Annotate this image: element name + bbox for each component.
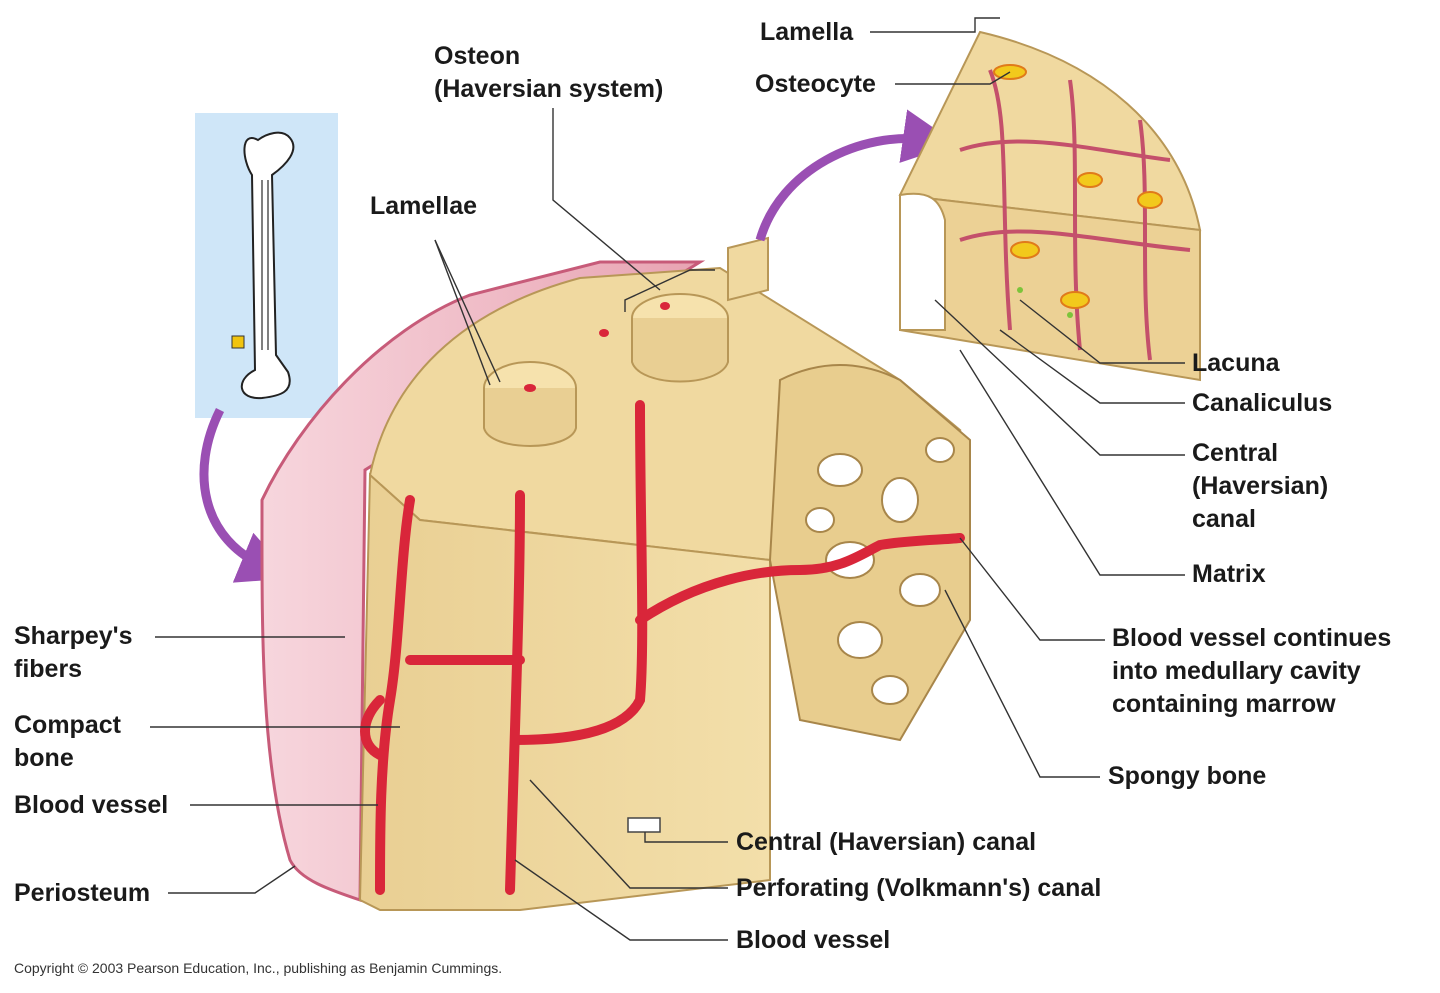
label-sharpeys-fibers: Sharpey's fibers bbox=[14, 622, 133, 683]
label-lamellae: Lamellae bbox=[370, 192, 478, 220]
label-osteocyte: Osteocyte bbox=[755, 70, 876, 98]
label-lamella: Lamella bbox=[760, 18, 854, 46]
osteon-cylinders bbox=[483, 236, 769, 447]
leader-lines bbox=[150, 17, 1185, 941]
label-blood-vessel-continues: Blood vessel continues into medullary ca… bbox=[1112, 624, 1392, 718]
inset-to-block-arrow bbox=[199, 407, 293, 583]
long-bone-inset bbox=[195, 113, 338, 418]
wedge-to-magnified-arrow bbox=[755, 109, 957, 242]
label-spongy-bone: Spongy bone bbox=[1108, 762, 1267, 790]
label-central-canal-bottom: Central (Haversian) canal bbox=[736, 828, 1037, 856]
copyright-text: Copyright © 2003 Pearson Education, Inc.… bbox=[14, 960, 503, 976]
label-central-canal: Central (Haversian) canal bbox=[1192, 439, 1329, 533]
label-blood-vessel-bottom: Blood vessel bbox=[736, 926, 891, 954]
label-periosteum: Periosteum bbox=[14, 879, 151, 907]
label-lacuna: Lacuna bbox=[1192, 349, 1280, 377]
compact-bone-front bbox=[358, 472, 771, 911]
periosteum-layer bbox=[260, 260, 706, 903]
blood-vessels bbox=[360, 400, 965, 895]
label-canaliculus: Canaliculus bbox=[1192, 389, 1333, 417]
label-compact-bone: Compact bone bbox=[14, 711, 121, 772]
label-osteon: Osteon (Haversian system) bbox=[434, 42, 664, 103]
label-matrix: Matrix bbox=[1192, 560, 1266, 588]
magnified-osteon-wedge bbox=[898, 30, 1202, 382]
label-blood-vessel-left: Blood vessel bbox=[14, 791, 169, 819]
label-perforating-canal: Perforating (Volkmann's) canal bbox=[736, 874, 1102, 902]
